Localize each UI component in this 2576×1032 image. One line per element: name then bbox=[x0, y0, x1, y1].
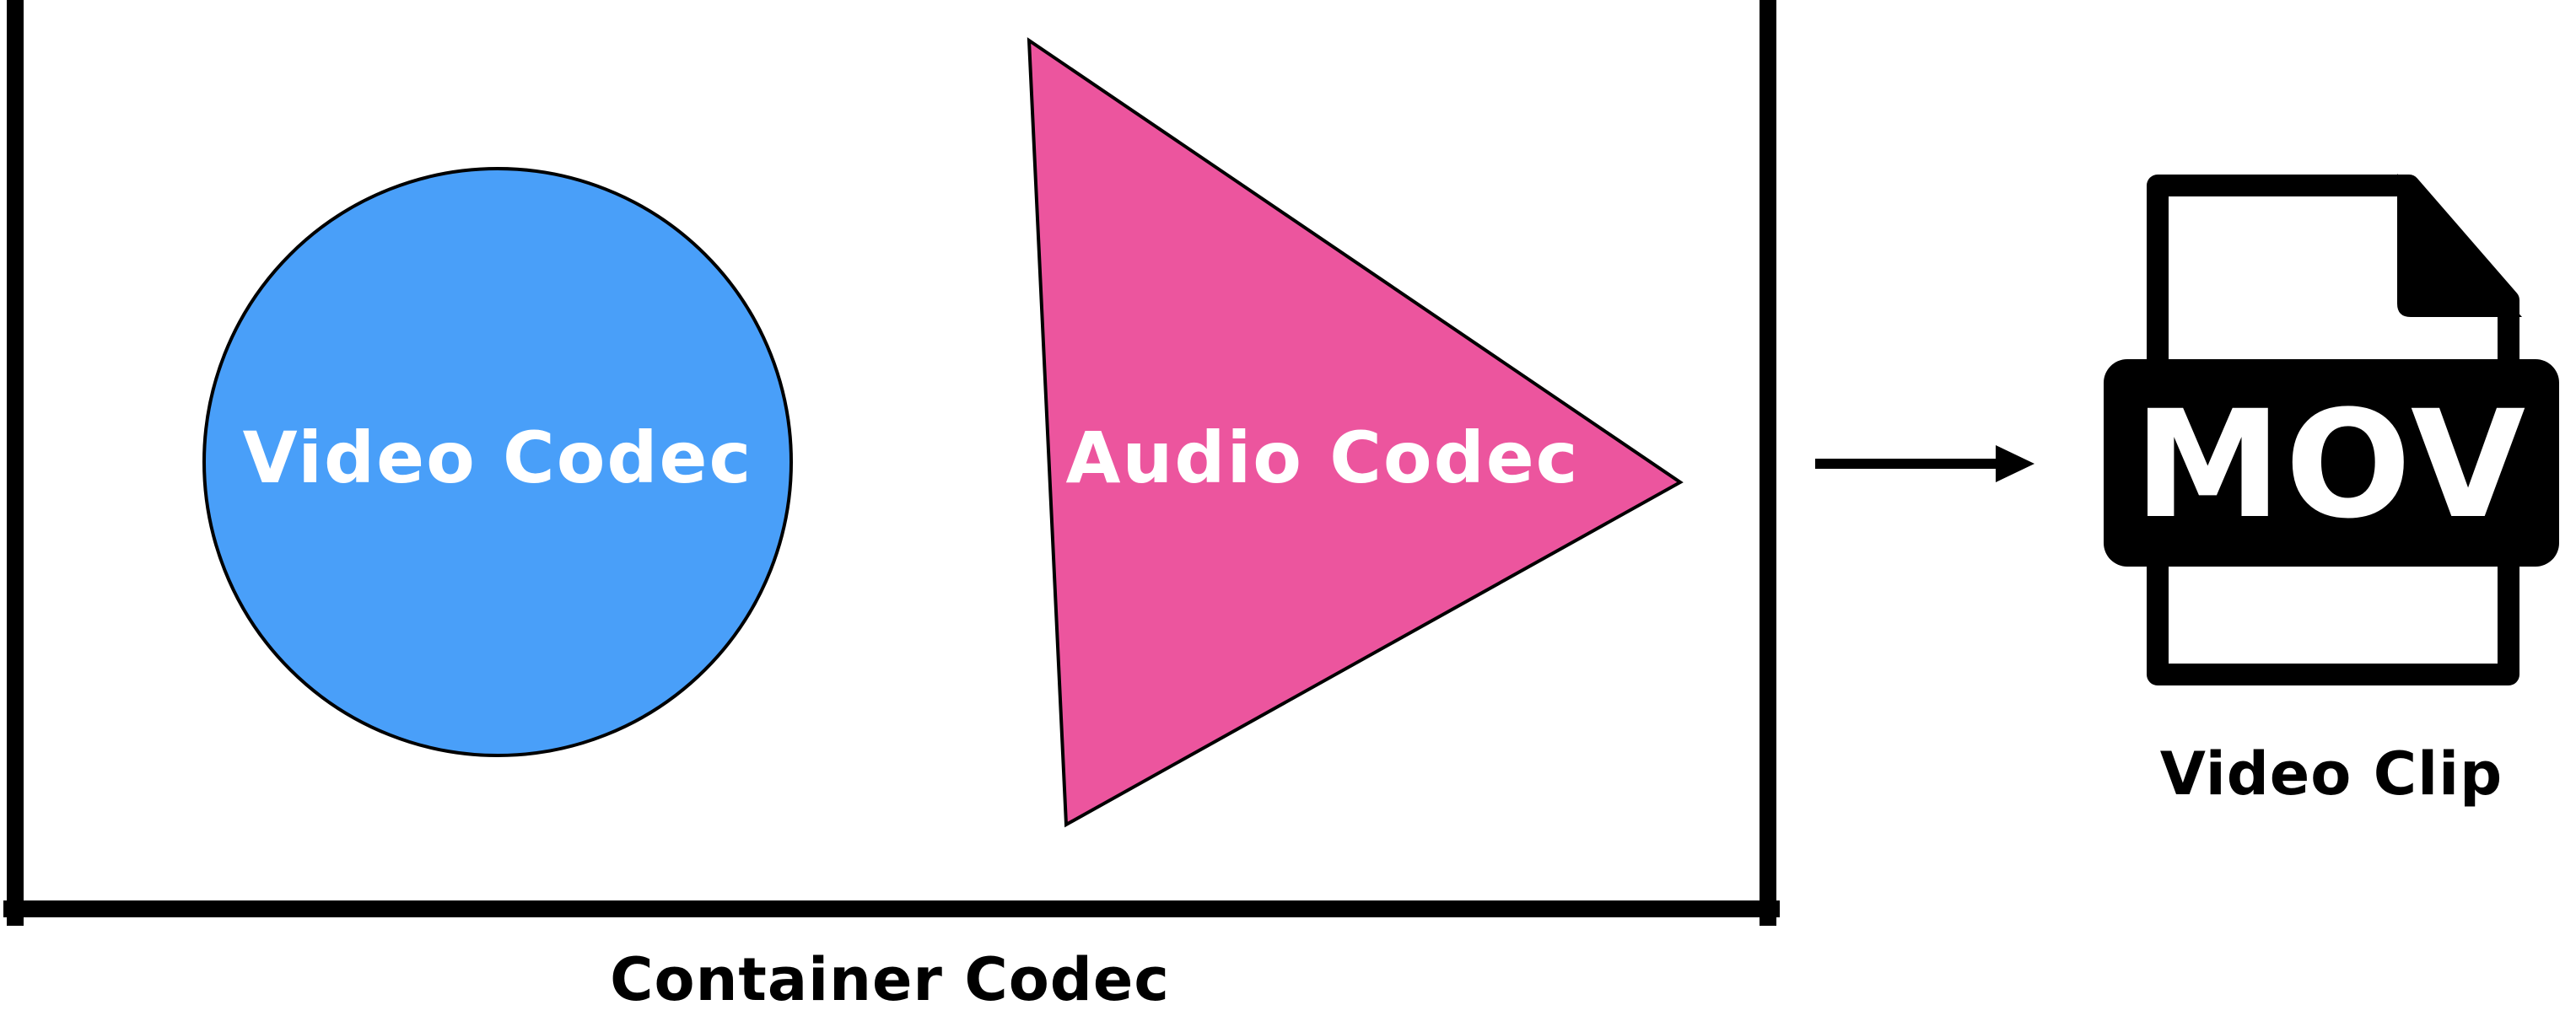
container-codec-label: Container Codec bbox=[610, 945, 1170, 1014]
mov-file-icon: MOV bbox=[2104, 174, 2559, 685]
arrow-head bbox=[1996, 445, 2034, 482]
container-bracket bbox=[3, 0, 1780, 926]
video-clip-label: Video Clip bbox=[2160, 739, 2503, 809]
video-codec-node: Video Codec bbox=[202, 167, 793, 757]
audio-codec-triangle bbox=[1027, 37, 1684, 828]
audio-codec-node: Audio Codec bbox=[1027, 37, 1684, 828]
video-codec-circle bbox=[202, 167, 793, 757]
video-codec-label: Video Codec bbox=[243, 417, 753, 499]
audio-codec-label: Audio Codec bbox=[1066, 417, 1580, 499]
output-arrow bbox=[1815, 445, 2034, 482]
file-format-label: MOV bbox=[2134, 379, 2529, 551]
file-format-band bbox=[2104, 359, 2559, 567]
file-folded-corner bbox=[2397, 174, 2522, 317]
